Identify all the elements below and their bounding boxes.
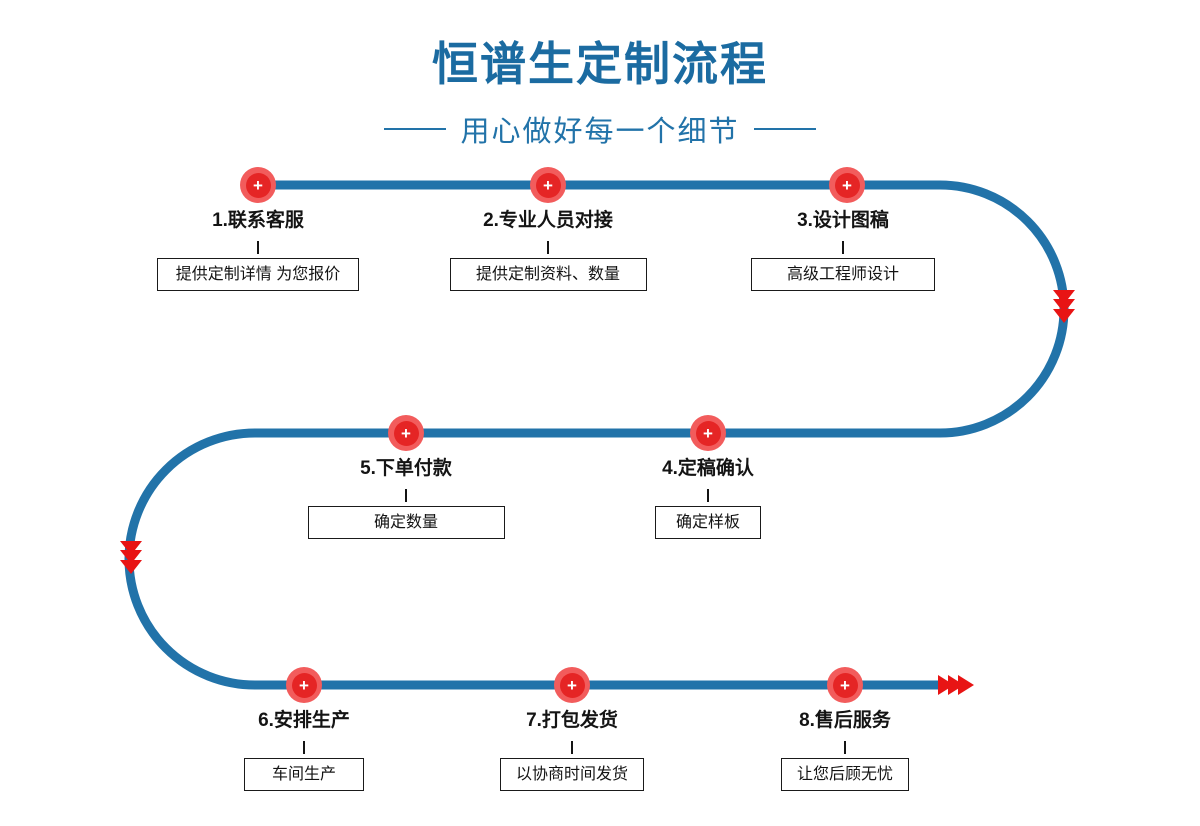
subtitle-row: 用心做好每一个细节 bbox=[0, 108, 1200, 150]
step-note-box: 车间生产 bbox=[244, 758, 364, 791]
step-label: 3.设计图稿 bbox=[797, 210, 889, 231]
step-5: 5.下单付款 确定数量 bbox=[276, 456, 536, 539]
step-label: 8.售后服务 bbox=[799, 710, 891, 731]
connector-line bbox=[257, 241, 259, 254]
plus-icon: + bbox=[832, 672, 858, 698]
step-note-box: 高级工程师设计 bbox=[751, 258, 935, 291]
step-note-box: 确定数量 bbox=[307, 506, 505, 539]
connector-line bbox=[405, 489, 407, 502]
step-2: 2.专业人员对接 提供定制资料、数量 bbox=[418, 208, 678, 291]
step-6: 6.安排生产 车间生产 bbox=[174, 708, 434, 791]
arrow-down-left-icon bbox=[120, 541, 142, 574]
step-note-box: 提供定制资料、数量 bbox=[449, 258, 647, 291]
step-1: 1.联系客服 提供定制详情 为您报价 bbox=[128, 208, 388, 291]
page-subtitle: 用心做好每一个细节 bbox=[460, 116, 740, 148]
step-node-8: + bbox=[827, 667, 863, 703]
step-4: 4.定稿确认 确定样板 bbox=[578, 456, 838, 539]
flow-path bbox=[124, 180, 1069, 690]
step-label: 2.专业人员对接 bbox=[483, 210, 613, 231]
connector-line bbox=[547, 241, 549, 254]
step-note-box: 确定样板 bbox=[655, 506, 761, 539]
step-node-4: + bbox=[690, 415, 726, 451]
plus-icon: + bbox=[834, 172, 860, 198]
plus-icon: + bbox=[291, 672, 317, 698]
step-note-box: 以协商时间发货 bbox=[500, 758, 644, 791]
subtitle-line-right bbox=[753, 128, 816, 130]
connector-line bbox=[707, 489, 709, 502]
step-label: 4.定稿确认 bbox=[662, 458, 754, 479]
step-label: 6.安排生产 bbox=[258, 710, 350, 731]
connector-line bbox=[842, 241, 844, 254]
subtitle-line-left bbox=[384, 128, 447, 130]
plus-icon: + bbox=[695, 420, 721, 446]
step-node-2: + bbox=[530, 167, 566, 203]
plus-icon: + bbox=[393, 420, 419, 446]
connector-line bbox=[571, 741, 573, 754]
step-node-6: + bbox=[286, 667, 322, 703]
step-3: 3.设计图稿 高级工程师设计 bbox=[713, 208, 973, 291]
page-title: 恒谱生定制流程 bbox=[432, 38, 768, 90]
step-8: 8.售后服务 让您后顾无忧 bbox=[715, 708, 975, 791]
step-label: 5.下单付款 bbox=[360, 458, 452, 479]
step-note-box: 提供定制详情 为您报价 bbox=[157, 258, 359, 291]
step-label: 7.打包发货 bbox=[526, 710, 618, 731]
plus-icon: + bbox=[535, 172, 561, 198]
plus-icon: + bbox=[245, 172, 271, 198]
step-node-3: + bbox=[829, 167, 865, 203]
step-node-5: + bbox=[388, 415, 424, 451]
step-label: 1.联系客服 bbox=[212, 210, 304, 231]
step-7: 7.打包发货 以协商时间发货 bbox=[442, 708, 702, 791]
connector-line bbox=[303, 741, 305, 754]
step-note-box: 让您后顾无忧 bbox=[781, 758, 909, 791]
header: 恒谱生定制流程 用心做好每一个细节 bbox=[0, 0, 1200, 150]
step-node-7: + bbox=[554, 667, 590, 703]
arrow-down-right-icon bbox=[1053, 290, 1075, 323]
connector-line bbox=[844, 741, 846, 754]
plus-icon: + bbox=[559, 672, 585, 698]
arrow-end-icon bbox=[938, 675, 974, 695]
step-node-1: + bbox=[240, 167, 276, 203]
